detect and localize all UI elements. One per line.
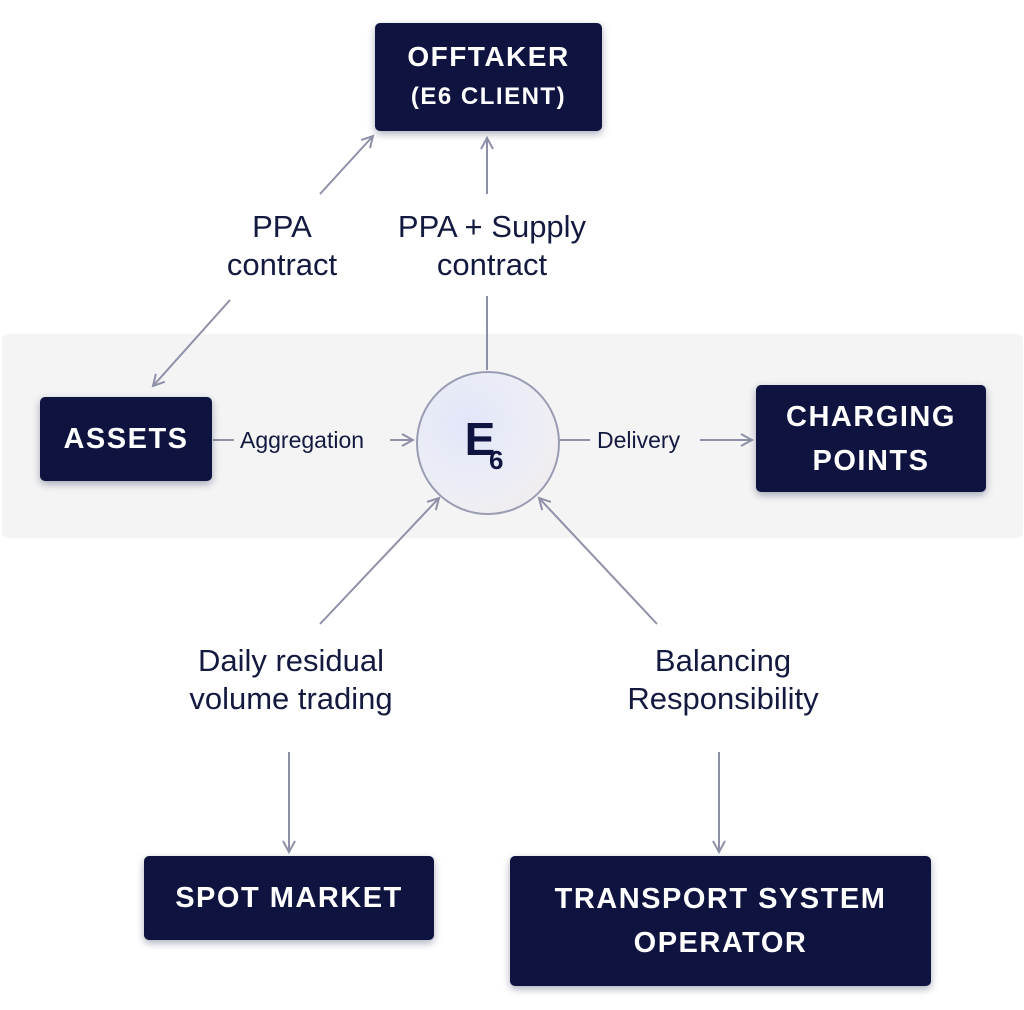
charging-points-title-line2: POINTS — [812, 444, 930, 477]
assets-title: ASSETS — [63, 423, 189, 455]
ppa-contract-label-line1: PPA — [252, 209, 312, 244]
ppa-contract-label: PPA contract — [207, 208, 357, 284]
offtaker-title: OFFTAKER — [407, 41, 570, 72]
assets-node: ASSETS — [40, 397, 212, 481]
tso-title-line1: TRANSPORT SYSTEM — [554, 883, 887, 915]
daily-residual-trading-label: Daily residual volume trading — [160, 642, 422, 718]
daily-label-line1: Daily residual — [197, 643, 385, 678]
offtaker-subtitle: (E6 CLIENT) — [410, 83, 567, 110]
e6-logo-letter: E — [464, 413, 496, 465]
daily-label-line2: volume trading — [189, 681, 393, 716]
connector-balancing-to-hub — [539, 498, 658, 625]
charging-points-title-line1: CHARGING — [786, 400, 956, 433]
balancing-label-line2: Responsibility — [627, 681, 819, 716]
ppa-supply-contract-label: PPA + Supply contract — [382, 208, 602, 284]
ppa-contract-label-line2: contract — [226, 247, 338, 282]
e6-logo-subscript: 6 — [489, 445, 504, 475]
balancing-responsibility-label: Balancing Responsibility — [598, 642, 848, 718]
connector-ppa-to-offtaker — [319, 136, 373, 195]
spot-market-title: SPOT MARKET — [175, 882, 403, 914]
aggregation-label: Aggregation — [236, 425, 369, 455]
ppa-supply-label-line1: PPA + Supply — [397, 209, 587, 244]
offtaker-node: OFFTAKER (E6 CLIENT) — [375, 23, 602, 131]
e6-hub-node: E — [416, 371, 560, 515]
delivery-label: Delivery — [593, 425, 685, 455]
charging-points-node: CHARGING POINTS — [756, 385, 986, 492]
balancing-label-line1: Balancing — [654, 643, 792, 678]
ppa-supply-label-line2: contract — [436, 247, 548, 282]
tso-node: TRANSPORT SYSTEM OPERATOR — [510, 856, 931, 986]
connector-daily-to-hub — [319, 498, 439, 625]
connector-ppa-to-assets — [153, 299, 231, 386]
tso-title-line2: OPERATOR — [633, 927, 808, 959]
spot-market-node: SPOT MARKET — [144, 856, 434, 940]
